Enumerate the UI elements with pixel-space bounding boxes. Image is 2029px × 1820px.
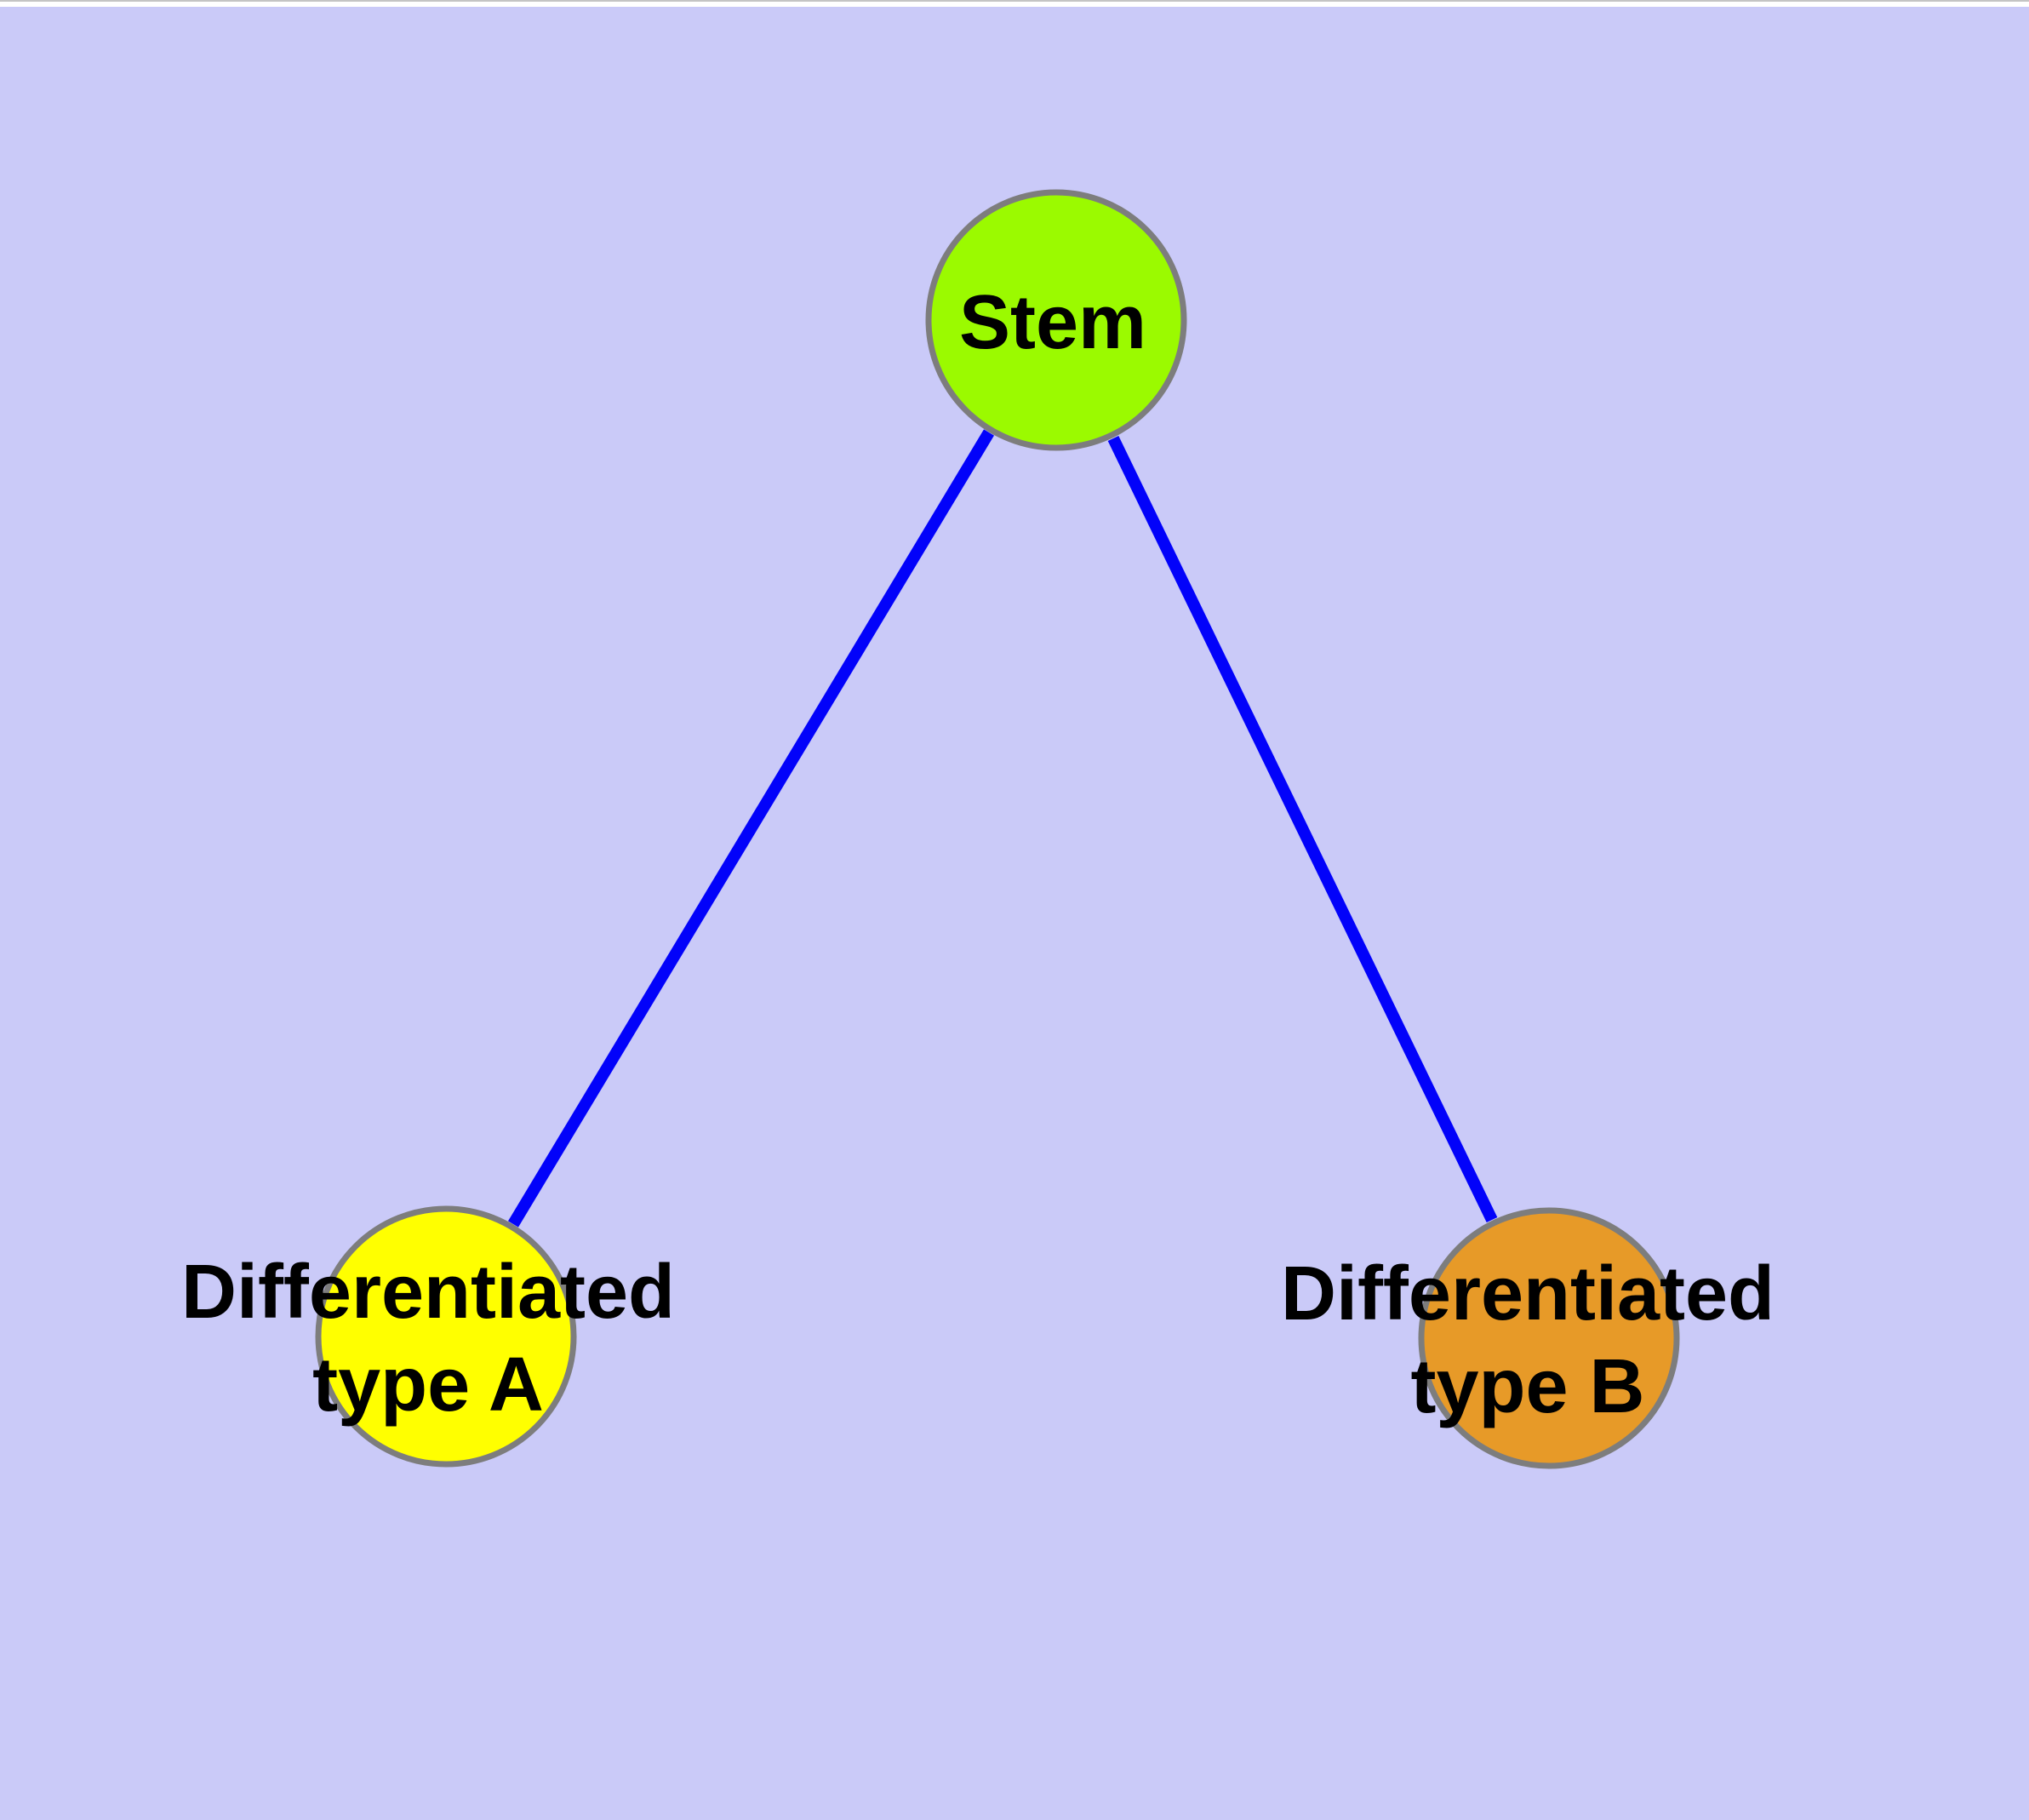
node-type-b-label-line2: type B bbox=[1410, 1344, 1644, 1429]
node-stem-label: Stem bbox=[959, 280, 1146, 365]
node-type-b-label-line1: Differentiated bbox=[1281, 1251, 1775, 1336]
edge-stem-to-type-b bbox=[1107, 435, 1498, 1223]
edge-stem-to-type-a bbox=[508, 429, 994, 1228]
node-type-a-label-line2: type A bbox=[312, 1342, 544, 1428]
node-type-b-circle bbox=[1418, 1207, 1680, 1469]
node-stem-circle bbox=[925, 189, 1187, 451]
top-window-strip bbox=[0, 0, 2029, 7]
node-type-a-label-line1: Differentiated bbox=[181, 1250, 675, 1335]
node-type-a-circle bbox=[315, 1205, 577, 1468]
